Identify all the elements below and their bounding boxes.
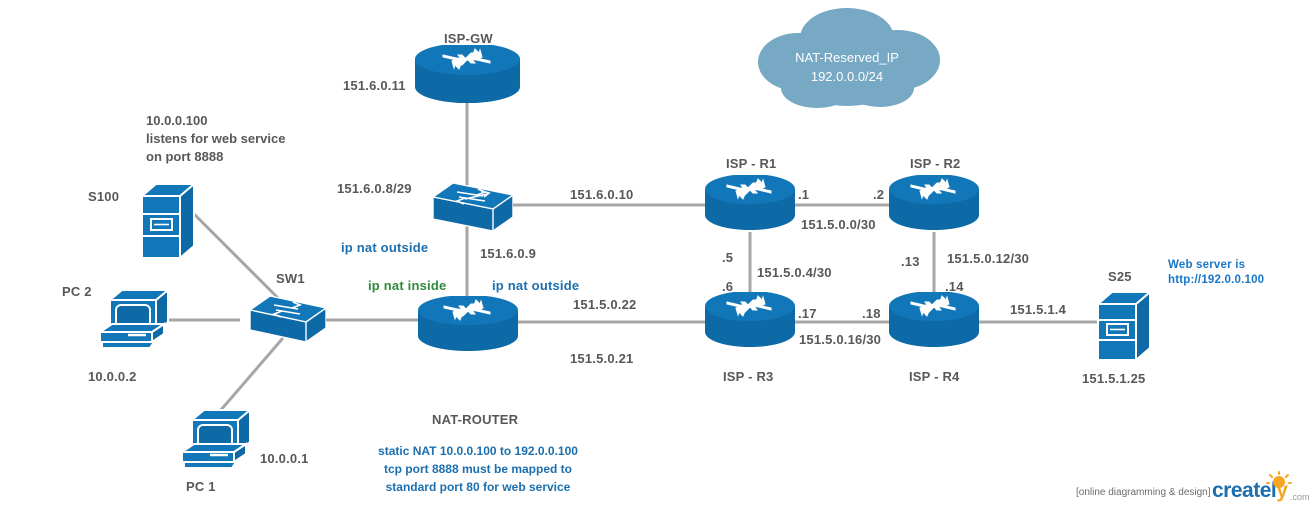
subnet-r1-r2: 151.5.0.0/30: [801, 217, 876, 232]
isp-r2-if-left: .2: [873, 187, 885, 202]
isp-r2-if-down: .13: [901, 254, 920, 269]
watermark-tagline: [online diagramming & design]: [1076, 487, 1211, 498]
cloud-label-line1: NAT-Reserved_IP: [795, 50, 899, 65]
watermark-brand-part1: creat: [1212, 479, 1260, 502]
server-s100-note-line3: on port 8888: [146, 149, 224, 164]
watermark-domain: .com: [1290, 492, 1310, 502]
switch-core[interactable]: [415, 182, 514, 236]
watermark-brand: creately: [1212, 479, 1288, 503]
isp-r4-if-left: .18: [862, 306, 881, 321]
server-s100-note: 10.0.0.100 listens for web service on po…: [146, 112, 285, 166]
router-isp-r1-label: ISP - R1: [726, 156, 777, 171]
router-isp-r4[interactable]: [889, 291, 979, 353]
isp-r1-if-right: .1: [798, 187, 810, 202]
server-s25-note-line2: http://192.0.0.100: [1168, 274, 1265, 286]
core-switch-link-right-ip: 151.6.0.10: [570, 187, 634, 202]
link-pc1-sw1: [212, 337, 285, 419]
router-isp-r4-label: ISP - R4: [909, 369, 960, 384]
isp-r1-if-down: .5: [722, 250, 734, 265]
natrouter-link-down-ip: 151.5.0.21: [570, 351, 634, 366]
router-isp-r2-label: ISP - R2: [910, 156, 961, 171]
host-pc1-ip: 10.0.0.1: [260, 451, 309, 466]
router-nat[interactable]: [418, 295, 518, 357]
switch-sw1[interactable]: [236, 295, 327, 347]
watermark-brand-part2: el: [1259, 479, 1277, 502]
server-s100[interactable]: [139, 181, 197, 265]
router-isp-gw-label: ISP-GW: [444, 31, 493, 46]
host-pc2-label: PC 2: [62, 284, 92, 299]
natrouter-link-up-ip: 151.5.0.22: [573, 297, 637, 312]
switch-sw1-label: SW1: [276, 271, 305, 286]
isp-r3-if-up: .6: [722, 279, 734, 294]
server-s100-label: S100: [88, 189, 120, 204]
server-s100-note-line2: listens for web service: [146, 131, 286, 146]
nat-router-title: NAT-ROUTER: [432, 412, 519, 427]
link-s100-sw1: [188, 208, 282, 302]
host-pc2[interactable]: [96, 287, 172, 355]
nat-outside-upper-label: ip nat outside: [341, 240, 429, 255]
router-isp-r3-label: ISP - R3: [723, 369, 774, 384]
server-s25-ip: 151.5.1.25: [1082, 371, 1146, 386]
nat-outside-right-label: ip nat outside: [492, 278, 580, 293]
router-isp-gw[interactable]: [415, 43, 520, 108]
isp-r3-if-right: .17: [798, 306, 817, 321]
nat-inside-label: ip nat inside: [368, 278, 447, 293]
nat-config-line1: static NAT 10.0.0.100 to 192.0.0.100: [378, 444, 578, 458]
server-s100-note-line1: 10.0.0.100: [146, 113, 208, 128]
host-pc1[interactable]: [178, 407, 254, 475]
subnet-r1-r3: 151.5.0.4/30: [757, 265, 832, 280]
server-s25[interactable]: [1095, 289, 1153, 367]
watermark-bulb-icon: [1266, 471, 1292, 488]
link-ispr4-s25-ip: 151.5.1.4: [1010, 302, 1067, 317]
host-pc1-label: PC 1: [186, 479, 216, 494]
router-isp-gw-ip: 151.6.0.11: [343, 78, 406, 93]
router-isp-r1[interactable]: [705, 174, 795, 236]
cloud-label: NAT-Reserved_IP 192.0.0.0/24: [747, 48, 947, 86]
server-s25-note-line1: Web server is: [1168, 259, 1246, 271]
router-isp-r3[interactable]: [705, 291, 795, 353]
cloud-nat-reserved-ip: NAT-Reserved_IP 192.0.0.0/24: [742, 4, 952, 114]
core-switch-subnet: 151.6.0.8/29: [337, 181, 412, 196]
subnet-r3-r4: 151.5.0.16/30: [799, 332, 882, 347]
router-isp-r2[interactable]: [889, 174, 979, 236]
isp-r4-if-up: .14: [945, 279, 964, 294]
cloud-label-line2: 192.0.0.0/24: [810, 69, 884, 84]
subnet-r2-r4: 151.5.0.12/30: [947, 251, 1030, 266]
host-pc2-ip: 10.0.0.2: [88, 369, 137, 384]
core-switch-link-down-ip: 151.6.0.9: [480, 246, 537, 261]
nat-config-note: static NAT 10.0.0.100 to 192.0.0.100 tcp…: [366, 442, 590, 496]
server-s25-label: S25: [1108, 269, 1132, 284]
nat-config-line3: standard port 80 for web service: [385, 480, 571, 494]
server-s25-note: Web server is http://192.0.0.100: [1168, 258, 1264, 288]
watermark-brand-part3: y: [1276, 479, 1288, 502]
nat-config-line2: tcp port 8888 must be mapped to: [383, 462, 573, 476]
